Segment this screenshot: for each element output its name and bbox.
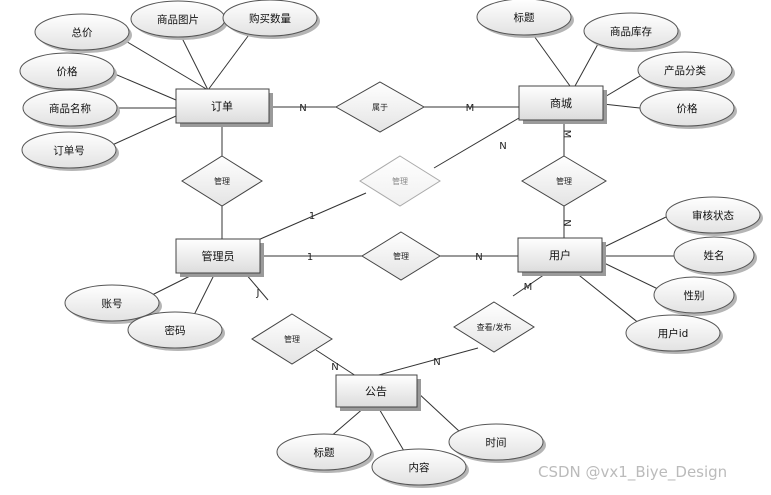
line-admin-manage-diag xyxy=(257,192,367,241)
cardinality-order-belongs: N xyxy=(299,103,306,114)
attribute-category-label: 产品分类 xyxy=(664,64,706,77)
attribute-stock-label: 商品库存 xyxy=(610,25,652,38)
attribute-category: 产品分类 xyxy=(637,51,735,91)
cardinality-view-notice-n: N xyxy=(433,357,440,368)
attribute-notice-time: 时间 xyxy=(448,423,546,463)
relationship-admin-notice-label: 管理 xyxy=(284,334,300,344)
relationship-admin-mall-label: 管理 xyxy=(392,176,408,186)
relationship-admin-order-label: 管理 xyxy=(214,176,230,186)
relationship-admin-order: 管理 xyxy=(181,155,263,207)
cardinality-admin-notice-j: J xyxy=(256,288,260,299)
cardinality-admin-notice-n: N xyxy=(331,362,338,373)
line-notice-content xyxy=(377,406,408,457)
relationship-admin-user-label: 管理 xyxy=(393,251,409,261)
relationship-view-publish: 查看/发布 xyxy=(453,301,535,353)
relationship-mall-user: 管理 xyxy=(521,155,607,207)
line-user-id xyxy=(574,271,641,325)
attribute-order-price-label: 价格 xyxy=(57,65,78,78)
attribute-mall-title-label: 标题 xyxy=(514,12,535,24)
attribute-order-price: 价格 xyxy=(19,52,117,92)
attribute-account-label: 账号 xyxy=(102,298,123,310)
line-user-gender xyxy=(601,261,661,291)
line-order-qty xyxy=(207,27,255,91)
cardinality-labels: N M 1 N M N 1 N J N M N xyxy=(256,103,572,373)
attribute-stock: 商品库存 xyxy=(583,12,681,52)
line-notice-time xyxy=(416,391,461,433)
line-view-notice xyxy=(374,347,479,377)
line-order-price xyxy=(109,71,177,101)
watermark-text: CSDN @vx1_Biye_Design xyxy=(538,463,727,482)
attribute-product-image: 商品图片 xyxy=(130,0,228,40)
attribute-mall-price: 价格 xyxy=(639,89,737,129)
line-user-audit xyxy=(601,216,667,249)
attribute-product-image-label: 商品图片 xyxy=(157,13,199,26)
relationship-admin-mall: 管理 xyxy=(359,155,441,207)
entity-admin: 管理员 xyxy=(175,238,264,277)
attribute-gender-label: 性别 xyxy=(684,289,705,302)
attribute-user-id: 用户id xyxy=(625,314,723,354)
attribute-password: 密码 xyxy=(127,311,225,351)
cardinality-manage-user: N xyxy=(561,219,572,226)
line-mall-title xyxy=(533,35,571,87)
relationship-admin-user: 管理 xyxy=(361,231,441,281)
connector-lines xyxy=(109,27,676,457)
line-mall-stock xyxy=(574,43,599,87)
attribute-total: 总价 xyxy=(34,13,132,53)
attribute-purchase-qty: 购买数量 xyxy=(222,0,320,39)
attribute-order-no: 订单号 xyxy=(21,131,119,171)
entity-order-label: 订单 xyxy=(211,100,233,113)
line-order-image xyxy=(177,29,209,91)
line-order-total xyxy=(123,39,209,91)
relationship-mall-user-label: 管理 xyxy=(556,176,572,186)
relationship-admin-notice: 管理 xyxy=(251,313,333,365)
attribute-product-name-label: 商品名称 xyxy=(49,102,91,115)
line-mall-category xyxy=(602,75,641,99)
attribute-notice-title: 标题 xyxy=(276,433,374,473)
attribute-total-label: 总价 xyxy=(72,26,93,39)
attribute-user-id-label: 用户id xyxy=(658,327,689,340)
attribute-order-no-label: 订单号 xyxy=(53,145,85,157)
attribute-user-name-label: 姓名 xyxy=(704,249,725,262)
line-admin-manage-notice xyxy=(244,272,269,301)
entity-mall-label: 商城 xyxy=(550,96,572,110)
cardinality-admin-diag: 1 xyxy=(309,211,315,222)
relationship-view-publish-label: 查看/发布 xyxy=(477,322,512,332)
relationship-belongs-label: 属于 xyxy=(372,103,388,112)
attribute-notice-content: 内容 xyxy=(371,448,469,488)
cardinality-diag-mall: N xyxy=(499,141,506,152)
attribute-audit-status: 审核状态 xyxy=(665,196,763,236)
entity-user-label: 用户 xyxy=(549,248,571,262)
entity-user: 用户 xyxy=(517,237,606,276)
cardinality-user-view-m: M xyxy=(524,282,533,293)
relationship-belongs: 属于 xyxy=(334,81,426,133)
entity-notice-label: 公告 xyxy=(365,385,387,398)
attribute-account: 账号 xyxy=(64,284,162,324)
cardinality-admin-user-n: N xyxy=(475,252,482,263)
attribute-notice-content-label: 内容 xyxy=(409,461,430,474)
attribute-password-label: 密码 xyxy=(165,324,186,337)
line-manage-notice-notice xyxy=(315,349,357,377)
entity-admin-label: 管理员 xyxy=(202,249,235,263)
line-mall-price xyxy=(602,103,641,109)
attribute-notice-title-label: 标题 xyxy=(314,447,335,459)
attribute-mall-price-label: 价格 xyxy=(677,102,698,115)
attribute-audit-status-label: 审核状态 xyxy=(692,209,734,222)
cardinality-belongs-mall: M xyxy=(466,103,475,114)
cardinality-mall-manage: M xyxy=(561,130,572,139)
attribute-mall-title: 标题 xyxy=(476,0,574,38)
attribute-notice-time-label: 时间 xyxy=(486,436,507,449)
attribute-user-name: 姓名 xyxy=(673,236,757,276)
entity-notice: 公告 xyxy=(335,374,421,411)
attribute-product-name: 商品名称 xyxy=(22,89,120,129)
entity-mall: 商城 xyxy=(518,85,607,124)
attribute-purchase-qty-label: 购买数量 xyxy=(249,12,291,25)
cardinality-admin-user-1: 1 xyxy=(307,252,313,263)
attribute-gender: 性别 xyxy=(653,276,737,316)
line-order-no xyxy=(109,115,177,147)
entity-order: 订单 xyxy=(175,88,273,127)
line-manage-diag-mall xyxy=(433,117,520,169)
